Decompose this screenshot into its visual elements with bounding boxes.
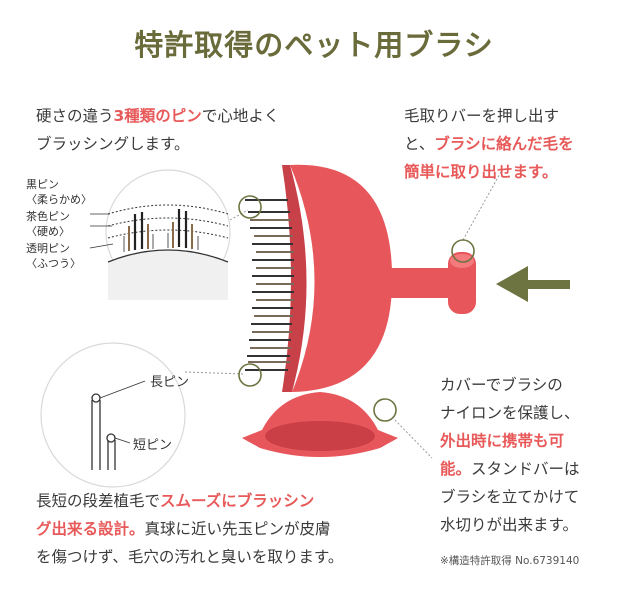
pin-label-clear-hardness: 〈ふつう〉 xyxy=(26,257,81,270)
cover-description-line-2: ナイロンを保護し、 xyxy=(440,404,580,422)
cover-description-line-4: 能。スタンドバーは xyxy=(440,456,580,483)
push-arrow-icon xyxy=(496,266,570,302)
cover-text-post: スタンドバーは xyxy=(471,460,580,478)
pin-length-zoom-circle xyxy=(40,342,186,488)
pin-label-black-hardness: 〈柔らかめ〉 xyxy=(26,193,92,206)
long-pin-label: 長ピン xyxy=(150,375,190,390)
bar-text-pre: と、 xyxy=(404,135,435,153)
pin-label-clear-name: 透明ピン xyxy=(26,242,70,255)
pin-label-brown-name: 茶色ピン xyxy=(26,210,70,223)
bar-text-emphasis: ブラシに絡んだ毛を xyxy=(434,135,574,153)
page-title: 特許取得のペット用ブラシ xyxy=(134,28,494,62)
highlight-circles xyxy=(238,195,475,422)
cover-description-line-5: ブラシを立てかけて xyxy=(440,488,580,506)
cover-text-emphasis: 能。 xyxy=(440,460,472,478)
bottom-text-emphasis-1: スムーズにブラッシン xyxy=(160,492,315,510)
cover-description-line-1: カバーでブラシの xyxy=(440,376,563,394)
pin-label-brown-hardness: 〈硬め〉 xyxy=(26,225,70,238)
pins-text-post: で心地よく xyxy=(201,107,280,125)
bottom-description-line-1: 長短の段差植毛でスムーズにブラッシン xyxy=(36,488,314,515)
cover-description-line-6: 水切りが出来ます。 xyxy=(440,516,578,534)
pins-text-pre: 硬さの違う xyxy=(36,107,114,125)
pet-brush-image xyxy=(242,164,476,457)
pin-types-zoom-circle xyxy=(105,169,231,300)
bar-description-line-2: と、ブラシに絡んだ毛を xyxy=(404,131,574,158)
pin-label-brown: 茶色ピン 〈硬め〉 xyxy=(26,209,70,239)
bar-description-line-3: 簡単に取り出せます。 xyxy=(404,163,558,181)
pin-label-clear: 透明ピン 〈ふつう〉 xyxy=(26,241,81,271)
pins-description-line-1: 硬さの違う3種類のピンで心地よく xyxy=(36,103,279,130)
bar-description-line-1: 毛取りバーを押し出す xyxy=(404,107,560,125)
patent-note: ※構造特許取得 No.6739140 xyxy=(440,555,580,567)
pin-label-black: 黒ピン 〈柔らかめ〉 xyxy=(26,177,92,207)
bottom-text-pre: 長短の段差植毛で xyxy=(36,492,161,510)
bottom-description-line-2: グ出来る設計。真球に近い先玉ピンが皮膚 xyxy=(36,516,331,543)
pin-label-black-name: 黒ピン xyxy=(26,178,59,191)
pins-description-line-2: ブラッシングします。 xyxy=(36,135,190,153)
short-pin-label: 短ピン xyxy=(133,438,173,453)
cover-description-line-3: 外出時に携帯も可 xyxy=(440,432,565,450)
bottom-description-line-3: を傷つけず、毛穴の汚れと臭いを取ります。 xyxy=(36,548,344,566)
pins-text-emphasis: 3種類のピン xyxy=(113,107,202,125)
bottom-text-post: 真球に近い先玉ピンが皮膚 xyxy=(144,520,331,538)
bottom-text-emphasis-2: グ出来る設計。 xyxy=(36,520,145,538)
